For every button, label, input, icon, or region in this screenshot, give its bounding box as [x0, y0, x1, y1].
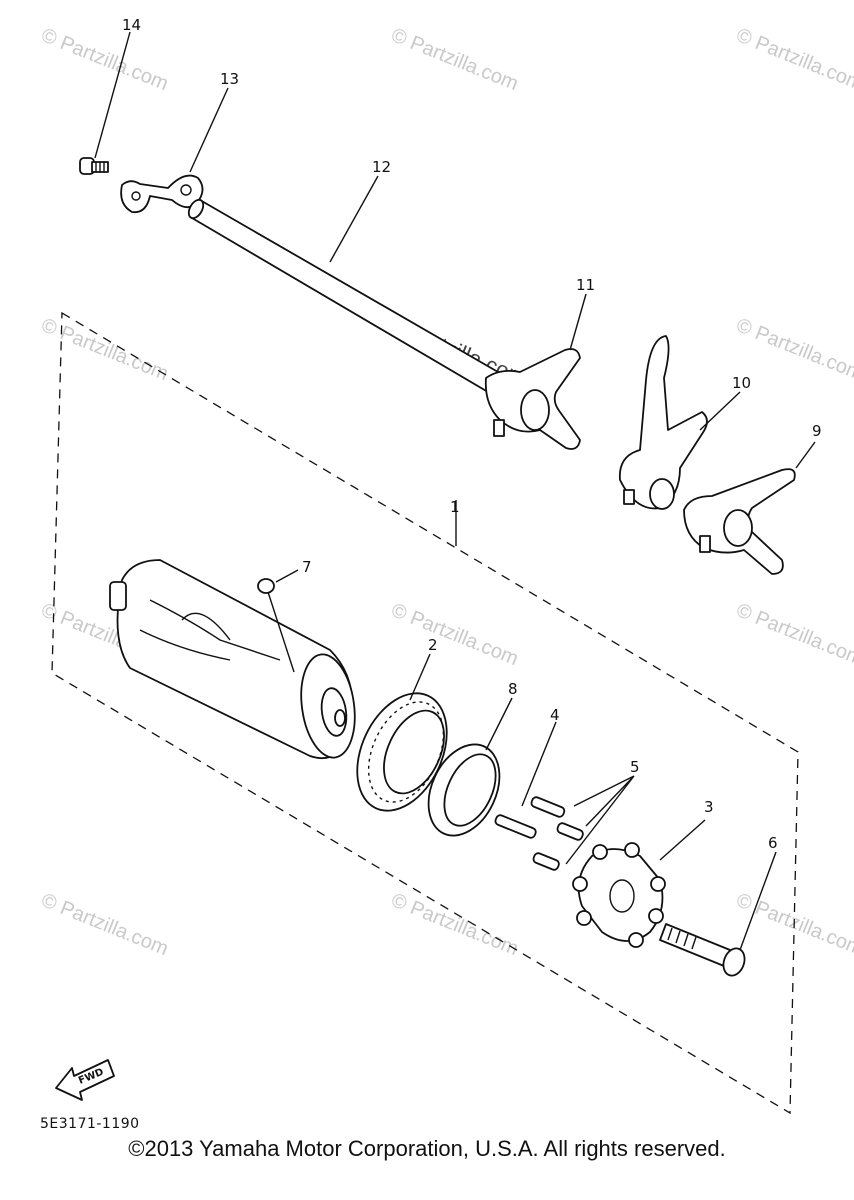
watermark: © Partzilla.com [733, 24, 854, 95]
watermark: © Partzilla.com [38, 889, 171, 960]
watermark: © Partzilla.com [733, 599, 854, 670]
callout-7: 7 [302, 558, 312, 576]
callout-5: 5 [630, 758, 640, 776]
watermark: © Partzilla.com [733, 314, 854, 385]
diagram-code: 5E3171-1190 [40, 1116, 140, 1132]
callout-1: 1 [450, 498, 460, 516]
callout-3: 3 [704, 798, 714, 816]
callout-4: 4 [550, 706, 560, 724]
watermark: © Partzilla.com [38, 24, 171, 95]
pin-part-7 [257, 578, 295, 673]
watermark: © Partzilla.com [388, 889, 521, 960]
fork-part-11 [484, 348, 581, 450]
ring-part-8 [427, 743, 501, 837]
watermark: © Partzilla.com [388, 599, 521, 670]
pins-part-4-5 [494, 796, 584, 871]
watermark: © Partzilla.com [38, 314, 171, 385]
callout-12: 12 [372, 158, 391, 176]
fork-part-10 [618, 335, 708, 510]
callouts: 1 2 3 4 5 6 7 8 9 10 11 12 13 14 [122, 16, 822, 852]
callout-11: 11 [576, 276, 595, 294]
fwd-arrow-icon: FWD [55, 1059, 115, 1101]
callout-2: 2 [428, 636, 438, 654]
leader-lines [94, 31, 816, 951]
shift-drum [109, 559, 356, 760]
segment-part-3 [572, 842, 666, 948]
callout-6: 6 [768, 834, 778, 852]
screw-part-14 [79, 157, 109, 175]
callout-8: 8 [508, 680, 518, 698]
watermark: © Partzilla.com [388, 24, 521, 95]
callout-9: 9 [812, 422, 822, 440]
callout-14: 14 [122, 16, 141, 34]
bearing-part-2 [356, 692, 448, 812]
shaft-part-12 [187, 198, 499, 393]
assembly-outline [51, 311, 799, 1115]
copyright-notice: ©2013 Yamaha Motor Corporation, U.S.A. A… [128, 1136, 726, 1161]
bolt-part-6 [659, 923, 746, 977]
callout-13: 13 [220, 70, 239, 88]
fork-part-9 [683, 468, 796, 575]
callout-10: 10 [732, 374, 751, 392]
